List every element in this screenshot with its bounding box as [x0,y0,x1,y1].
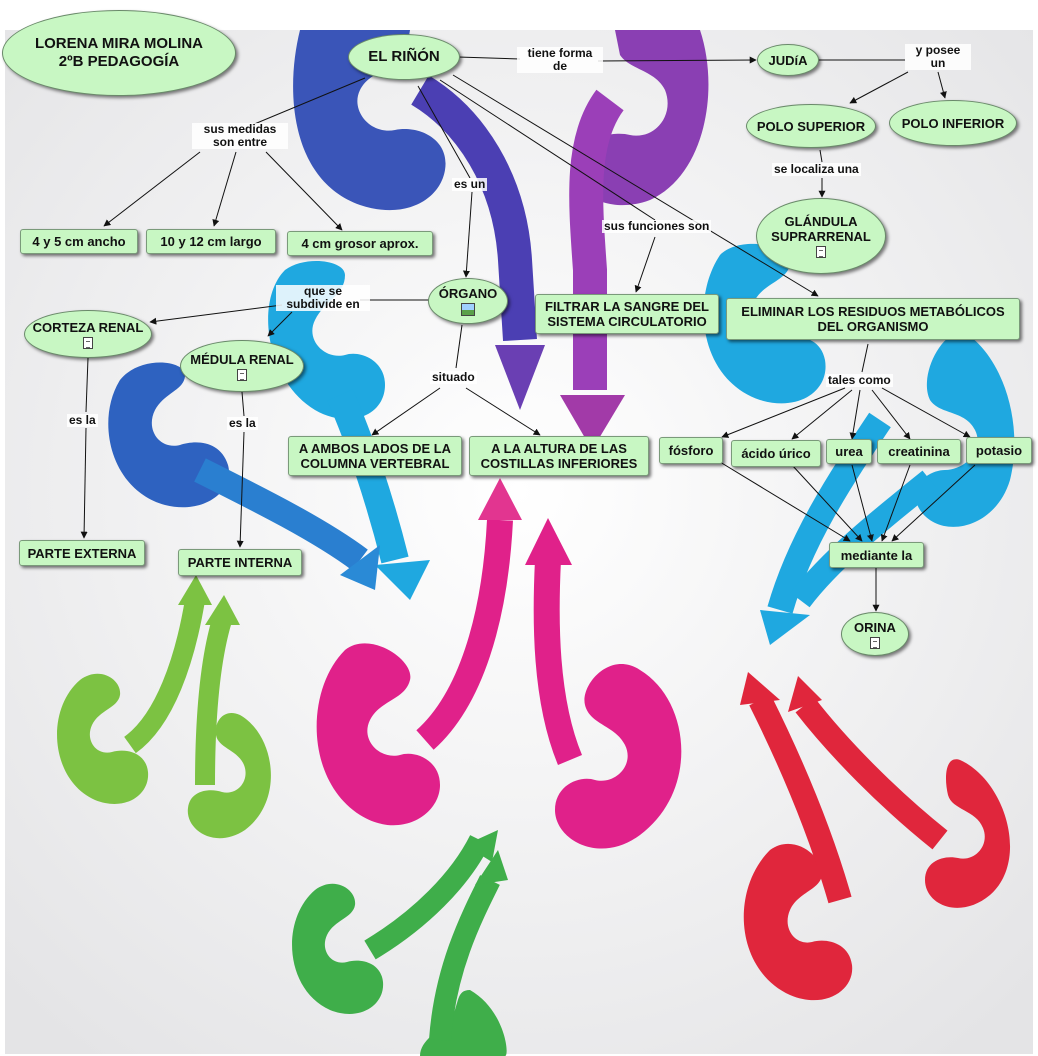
concept-label: ELIMINAR LOS RESIDUOS METABÓLICOS DEL OR… [741,304,1005,334]
concept-polo-inferior[interactable]: POLO INFERIOR [889,100,1017,146]
kidney-cyan-left [108,260,430,600]
concept-label: PARTE EXTERNA [27,545,137,561]
link-es-la-externa: es la [67,413,98,427]
concept-medula-renal[interactable]: MÉDULA RENAL [180,340,304,392]
document-icon[interactable] [237,368,247,381]
kidney-green-bottom [292,830,508,1056]
concept-parte-externa[interactable]: PARTE EXTERNA [19,540,145,566]
link-tiene-forma: tiene forma de [517,47,603,73]
link-que-se-subdivide: que se subdivide en [276,285,370,311]
concept-corteza-renal[interactable]: CORTEZA RENAL [24,310,152,358]
concept-label: A LA ALTURA DE LAS COSTILLAS INFERIORES [480,441,638,471]
link-situado: situado [430,370,477,384]
document-icon[interactable] [870,636,880,649]
concept-potasio[interactable]: potasio [966,437,1032,464]
concept-label: creatinina [888,444,950,459]
concept-organo[interactable]: ÓRGANO [428,278,508,324]
concept-label: 4 y 5 cm ancho [32,234,126,249]
concept-label: fósforo [668,443,714,458]
concept-mediante-la[interactable]: mediante la [829,542,924,568]
kidney-blue-purple [293,30,709,450]
concept-acido-urico[interactable]: ácido úrico [731,440,821,467]
concept-label: potasio [975,443,1023,458]
concept-glandula-suprarrenal[interactable]: GLÁNDULA SUPRARRENAL [756,198,886,274]
link-y-posee: y posee un [905,44,971,70]
concept-ancho[interactable]: 4 y 5 cm ancho [20,229,138,254]
kidney-red [740,672,1011,1001]
concept-polo-superior[interactable]: POLO SUPERIOR [746,104,876,148]
concept-label: 4 cm grosor aprox. [301,236,419,251]
link-es-la-interna: es la [227,416,258,430]
concept-label: mediante la [840,547,913,563]
document-icon[interactable] [83,336,93,349]
link-tales-como: tales como [826,373,893,387]
document-icon[interactable] [816,246,826,258]
image-icon[interactable] [461,303,475,316]
author-oval: LORENA MIRA MOLINA 2ºB PEDAGOGÍA [2,10,236,96]
concept-eliminar-residuos[interactable]: ELIMINAR LOS RESIDUOS METABÓLICOS DEL OR… [726,298,1020,340]
concept-label: 10 y 12 cm largo [160,234,262,249]
concept-label: MÉDULA RENAL [190,351,294,367]
concept-label: EL RIÑÓN [368,48,440,65]
concept-el-rinon[interactable]: EL RIÑÓN [348,34,460,80]
link-sus-medidas: sus medidas son entre [192,123,288,149]
link-es-un: es un [452,177,488,191]
concept-label: POLO INFERIOR [901,115,1005,131]
concept-label: ácido úrico [741,446,811,461]
concept-parte-interna[interactable]: PARTE INTERNA [178,549,302,576]
concept-label: FILTRAR LA SANGRE DEL SISTEMA CIRCULATOR… [545,299,709,329]
concept-label: CORTEZA RENAL [32,319,144,335]
concept-label: JUDíA [768,52,808,68]
concept-judia[interactable]: JUDíA [757,44,819,76]
concept-urea[interactable]: urea [826,439,872,464]
concept-grosor[interactable]: 4 cm grosor aprox. [287,231,433,256]
concept-label: A AMBOS LADOS DE LA COLUMNA VERTEBRAL [298,441,452,471]
concept-label: ORINA [854,619,896,635]
kidney-green-left [57,575,271,839]
concept-label: GLÁNDULA SUPRARRENAL [771,214,871,244]
author-course: 2ºB PEDAGOGÍA [58,53,180,70]
concept-filtrar-sangre[interactable]: FILTRAR LA SANGRE DEL SISTEMA CIRCULATOR… [535,294,719,334]
concept-altura-costillas[interactable]: A LA ALTURA DE LAS COSTILLAS INFERIORES [469,436,649,476]
connection-lines [80,56,976,612]
concept-label: ÓRGANO [438,286,498,301]
concept-fosforo[interactable]: fósforo [659,437,723,464]
concept-label: POLO SUPERIOR [756,118,866,134]
author-name: LORENA MIRA MOLINA [34,35,204,52]
link-sus-funciones: sus funciones son [602,219,712,233]
concept-ambos-lados[interactable]: A AMBOS LADOS DE LA COLUMNA VERTEBRAL [288,436,462,476]
kidney-magenta [316,478,682,849]
concept-orina[interactable]: ORINA [841,612,909,656]
concept-label: urea [835,444,863,459]
concept-label: PARTE INTERNA [187,555,293,570]
link-se-localiza: se localiza una [772,162,861,176]
concept-creatinina[interactable]: creatinina [877,439,961,464]
concept-largo[interactable]: 10 y 12 cm largo [146,229,276,254]
